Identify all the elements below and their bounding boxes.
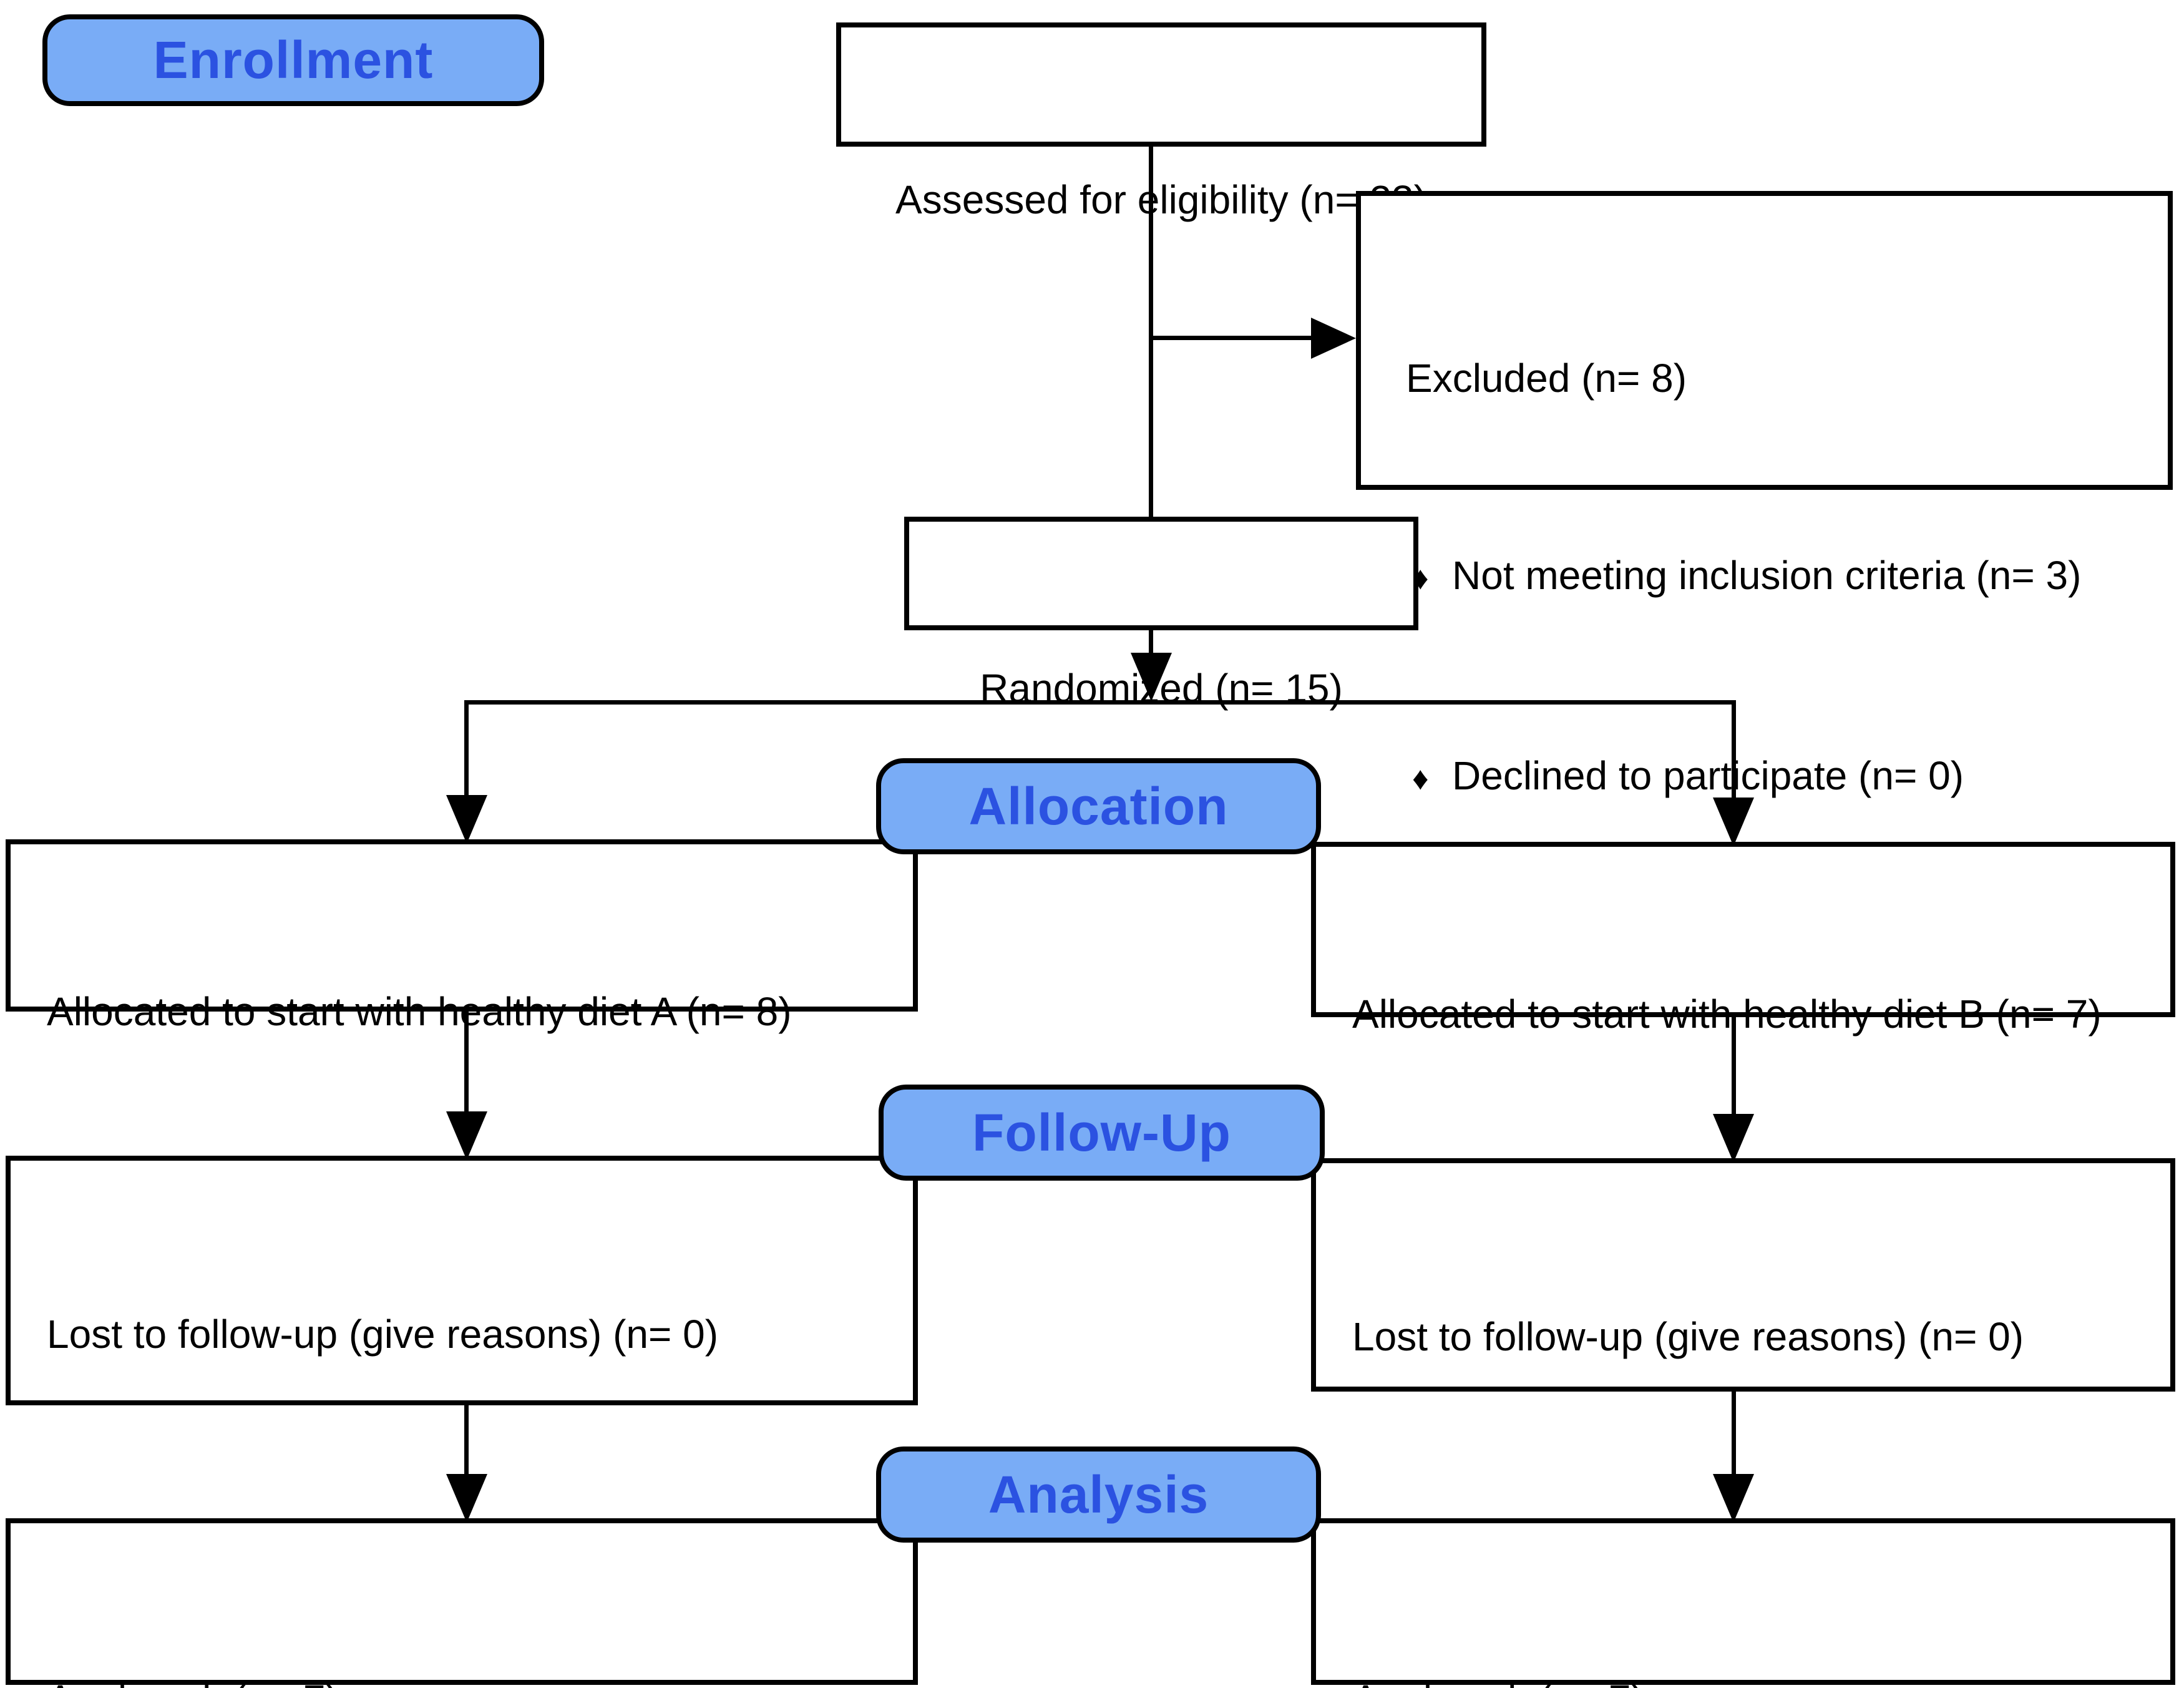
connector-assessed-to-randomized (1149, 147, 1153, 519)
stage-enrollment-label: Enrollment (153, 31, 434, 89)
box-allocated-diet-a: Allocated to start with healthy diet A (… (6, 839, 918, 1215)
excluded-title: Excluded (n= 8) (1406, 356, 1687, 401)
box-assessed-for-eligibility: Assessed for eligibility (n= 23) (836, 22, 1486, 222)
stage-analysis: Analysis (876, 1447, 1321, 1543)
box-analysis-left: Analysed (n= 7) ♦ Excluded from analysis… (6, 1518, 918, 1688)
arrowhead-followup-left (446, 1111, 487, 1160)
connector-randomized-down (1149, 630, 1153, 660)
arrowhead-alloc-right (1713, 798, 1754, 846)
connector-followup-right-to-analysis (1732, 1392, 1736, 1479)
arrowhead-followup-right (1713, 1114, 1754, 1163)
connector-to-excluded (1149, 336, 1315, 340)
stage-followup: Follow-Up (879, 1085, 1325, 1181)
connector-followup-left-to-analysis (464, 1405, 469, 1479)
alloc-right-title: Allocated to start with healthy diet B (… (1352, 992, 2102, 1037)
box-followup-right: Lost to follow-up (give reasons) (n= 0) … (1311, 1158, 2175, 1591)
connector-alloc-left-to-followup (464, 1012, 469, 1116)
connector-branch-right-down (1732, 700, 1736, 804)
stage-followup-label: Follow-Up (972, 1103, 1231, 1162)
stage-enrollment: Enrollment (42, 14, 544, 106)
followup-right-line: Lost to follow-up (give reasons) (n= 0) (1352, 1314, 2024, 1359)
box-randomized: Randomized (n= 15) (904, 517, 1418, 711)
arrowhead-analysis-right (1713, 1474, 1754, 1523)
connector-branch-left-down (464, 700, 469, 801)
excluded-item: ♦ Not meeting inclusion criteria (n= 3) (1406, 545, 2149, 608)
excluded-item: ♦ Declined to participate (n= 0) (1406, 746, 2149, 809)
box-followup-left: Lost to follow-up (give reasons) (n= 0) … (6, 1156, 918, 1646)
connector-branch-horizontal (464, 700, 1736, 705)
analysis-right-title: Analysed (n= 7) (1352, 1671, 2145, 1688)
followup-left-line: Lost to follow-up (give reasons) (n= 0) (47, 1312, 719, 1357)
box-excluded: Excluded (n= 8) ♦ Not meeting inclusion … (1356, 191, 2173, 998)
stage-allocation: Allocation (876, 758, 1321, 854)
arrowhead-analysis-left (446, 1474, 487, 1523)
arrowhead-branch (1131, 653, 1172, 701)
connector-alloc-right-to-followup (1732, 1017, 1736, 1119)
arrowhead-excluded (1311, 318, 1356, 359)
alloc-left-title: Allocated to start with healthy diet A (… (47, 989, 792, 1034)
diamond-bullet-icon: ♦ (1412, 761, 1429, 797)
arrowhead-alloc-left (446, 795, 487, 844)
stage-allocation-label: Allocation (968, 776, 1229, 836)
analysis-left-title: Analysed (n= 7) (47, 1671, 888, 1688)
stage-analysis-label: Analysis (988, 1465, 1209, 1524)
box-analysis-right: Analysed (n= 7) ♦ Excluded from analysis… (1311, 1518, 2175, 1688)
box-allocated-diet-b: Allocated to start with healthy diet B (… (1311, 842, 2175, 1217)
